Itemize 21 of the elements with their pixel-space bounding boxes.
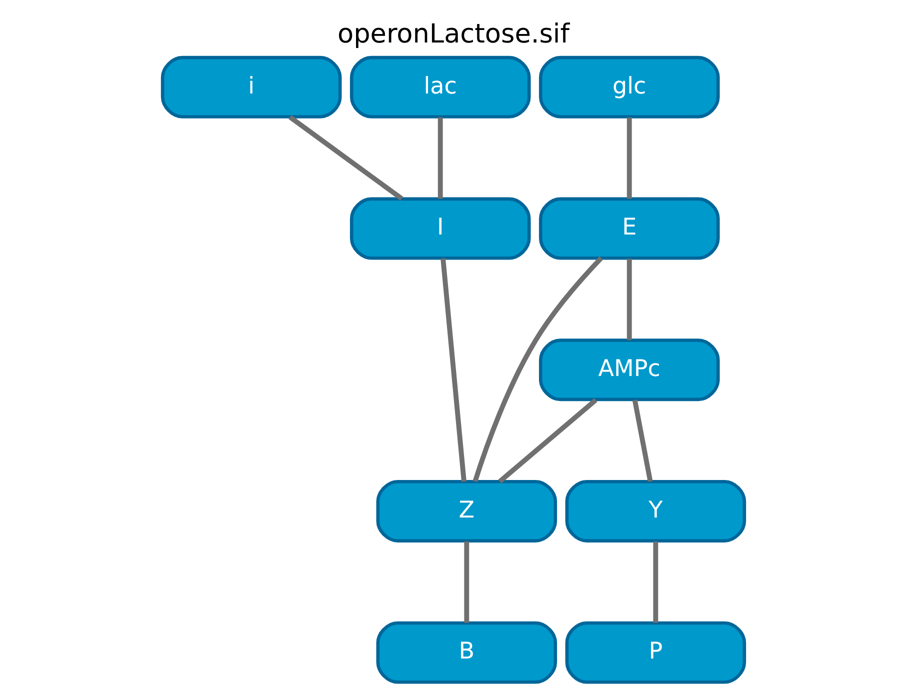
node-box: glc bbox=[538, 56, 720, 118]
node-box: E bbox=[538, 197, 720, 260]
node-box: lac bbox=[349, 56, 530, 118]
connector bbox=[626, 258, 632, 340]
connector bbox=[652, 541, 658, 623]
node-box: B bbox=[376, 621, 557, 684]
connector bbox=[440, 258, 466, 482]
node-box: i bbox=[160, 56, 342, 118]
connector bbox=[626, 117, 632, 199]
connector bbox=[464, 541, 469, 623]
diagram-title: operonLactose.sif bbox=[337, 19, 569, 50]
connector bbox=[437, 117, 442, 199]
node-box: AMPc bbox=[538, 338, 720, 402]
connector bbox=[632, 400, 652, 482]
node-box: Y bbox=[564, 480, 746, 542]
connector bbox=[288, 115, 403, 201]
node-box: P bbox=[564, 621, 746, 684]
node-box: Z bbox=[376, 480, 557, 542]
connector bbox=[472, 256, 602, 482]
node-box: I bbox=[349, 197, 530, 260]
connector bbox=[498, 398, 597, 484]
